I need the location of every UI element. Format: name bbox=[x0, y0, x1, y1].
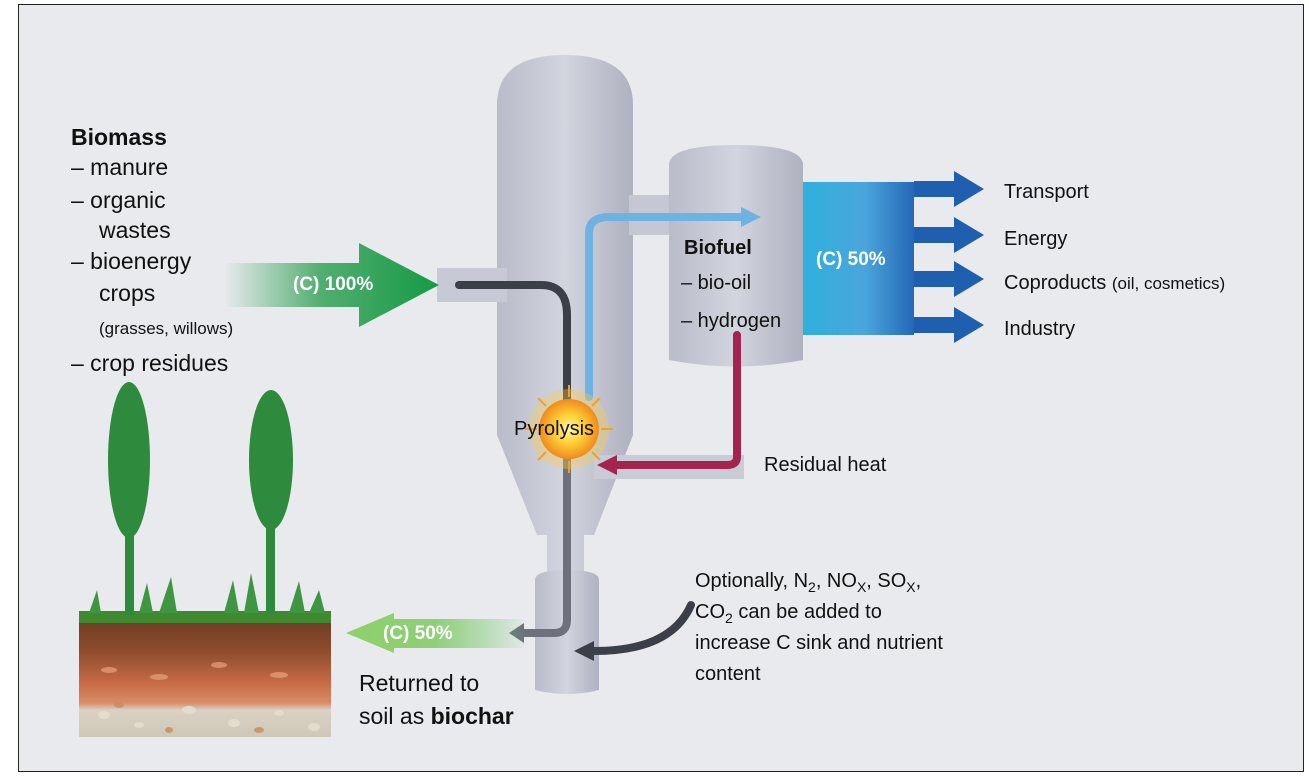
biomass-item: – bioenergy bbox=[71, 248, 192, 274]
optional-n-sub: 2 bbox=[808, 579, 816, 595]
ground-plants bbox=[89, 573, 325, 613]
biomass-item: wastes bbox=[99, 217, 171, 243]
tree-right bbox=[249, 390, 293, 613]
optional-comma: , bbox=[915, 570, 922, 592]
coproducts-note: (oil, cosmetics) bbox=[1111, 274, 1226, 293]
vapour-pipe-head bbox=[741, 207, 761, 227]
biofuel-percentage: (C) 50% bbox=[816, 249, 886, 270]
input-arrow bbox=[224, 243, 439, 327]
biomass-item: crops bbox=[99, 280, 156, 306]
output-energy: Energy bbox=[1004, 228, 1068, 250]
optional-line2-rest: can be added to bbox=[732, 601, 882, 623]
char-pipe bbox=[524, 425, 571, 637]
biochar-arrow bbox=[346, 613, 524, 653]
vapour-pipe bbox=[585, 213, 748, 401]
input-percentage: (C) 100% bbox=[293, 274, 374, 295]
optional-line4: content bbox=[695, 663, 761, 685]
output-transport: Transport bbox=[1004, 181, 1089, 203]
optional-co-sub: 2 bbox=[725, 610, 733, 626]
biochar-line2: soil as biochar bbox=[359, 702, 514, 730]
optional-gas-arrow bbox=[590, 601, 695, 655]
biochar-line1: Returned to bbox=[359, 670, 480, 696]
diagram-frame: Biomass – manure – organic wastes – bioe… bbox=[18, 4, 1304, 772]
biofuel-item: – hydrogen bbox=[681, 310, 782, 332]
biomass-item: – manure bbox=[71, 154, 169, 180]
soil-block bbox=[79, 611, 331, 737]
optional-n-text: Optionally, N bbox=[695, 570, 809, 592]
optional-line1: Optionally, N2, NOX, SOX, bbox=[695, 567, 921, 595]
pyrolysis-label: Pyrolysis bbox=[514, 418, 595, 440]
residual-heat-head bbox=[597, 455, 617, 475]
biochar-percentage: (C) 50% bbox=[383, 623, 453, 644]
biofuel-item: – bio-oil bbox=[681, 272, 752, 294]
biochar-prefix: soil as bbox=[359, 703, 431, 729]
biofuel-title: Biofuel bbox=[684, 237, 752, 259]
residual-heat-label: Residual heat bbox=[764, 454, 887, 476]
output-band bbox=[803, 182, 914, 335]
diagram-artwork bbox=[79, 55, 984, 737]
output-industry: Industry bbox=[1004, 318, 1076, 340]
optional-so-sub: X bbox=[906, 579, 916, 595]
optional-gas-head bbox=[574, 641, 594, 661]
biomass-item: – crop residues bbox=[71, 350, 229, 376]
optional-so-text: , SO bbox=[866, 570, 907, 592]
pyrolysis-burst bbox=[525, 385, 613, 473]
optional-no-sub: X bbox=[856, 579, 867, 595]
tree-left bbox=[108, 382, 150, 615]
coproducts-label: Coproducts bbox=[1004, 272, 1107, 294]
optional-co-text: CO bbox=[695, 601, 725, 623]
output-coproducts: Coproducts (oil, cosmetics) bbox=[1004, 269, 1225, 298]
optional-line2: CO2 can be added to bbox=[695, 598, 882, 626]
optional-line3: increase C sink and nutrient bbox=[695, 632, 943, 654]
biomass-item: (grasses, willows) bbox=[99, 319, 234, 338]
residual-heat-pipe bbox=[610, 331, 741, 469]
feed-pipe bbox=[455, 281, 571, 409]
output-arrows bbox=[914, 171, 984, 343]
biofuel-tank bbox=[669, 145, 803, 367]
biochar-bold: biochar bbox=[430, 703, 514, 729]
biomass-title: Biomass bbox=[71, 124, 167, 150]
biomass-item: – organic bbox=[71, 187, 166, 213]
optional-no-text: , NO bbox=[815, 570, 857, 592]
